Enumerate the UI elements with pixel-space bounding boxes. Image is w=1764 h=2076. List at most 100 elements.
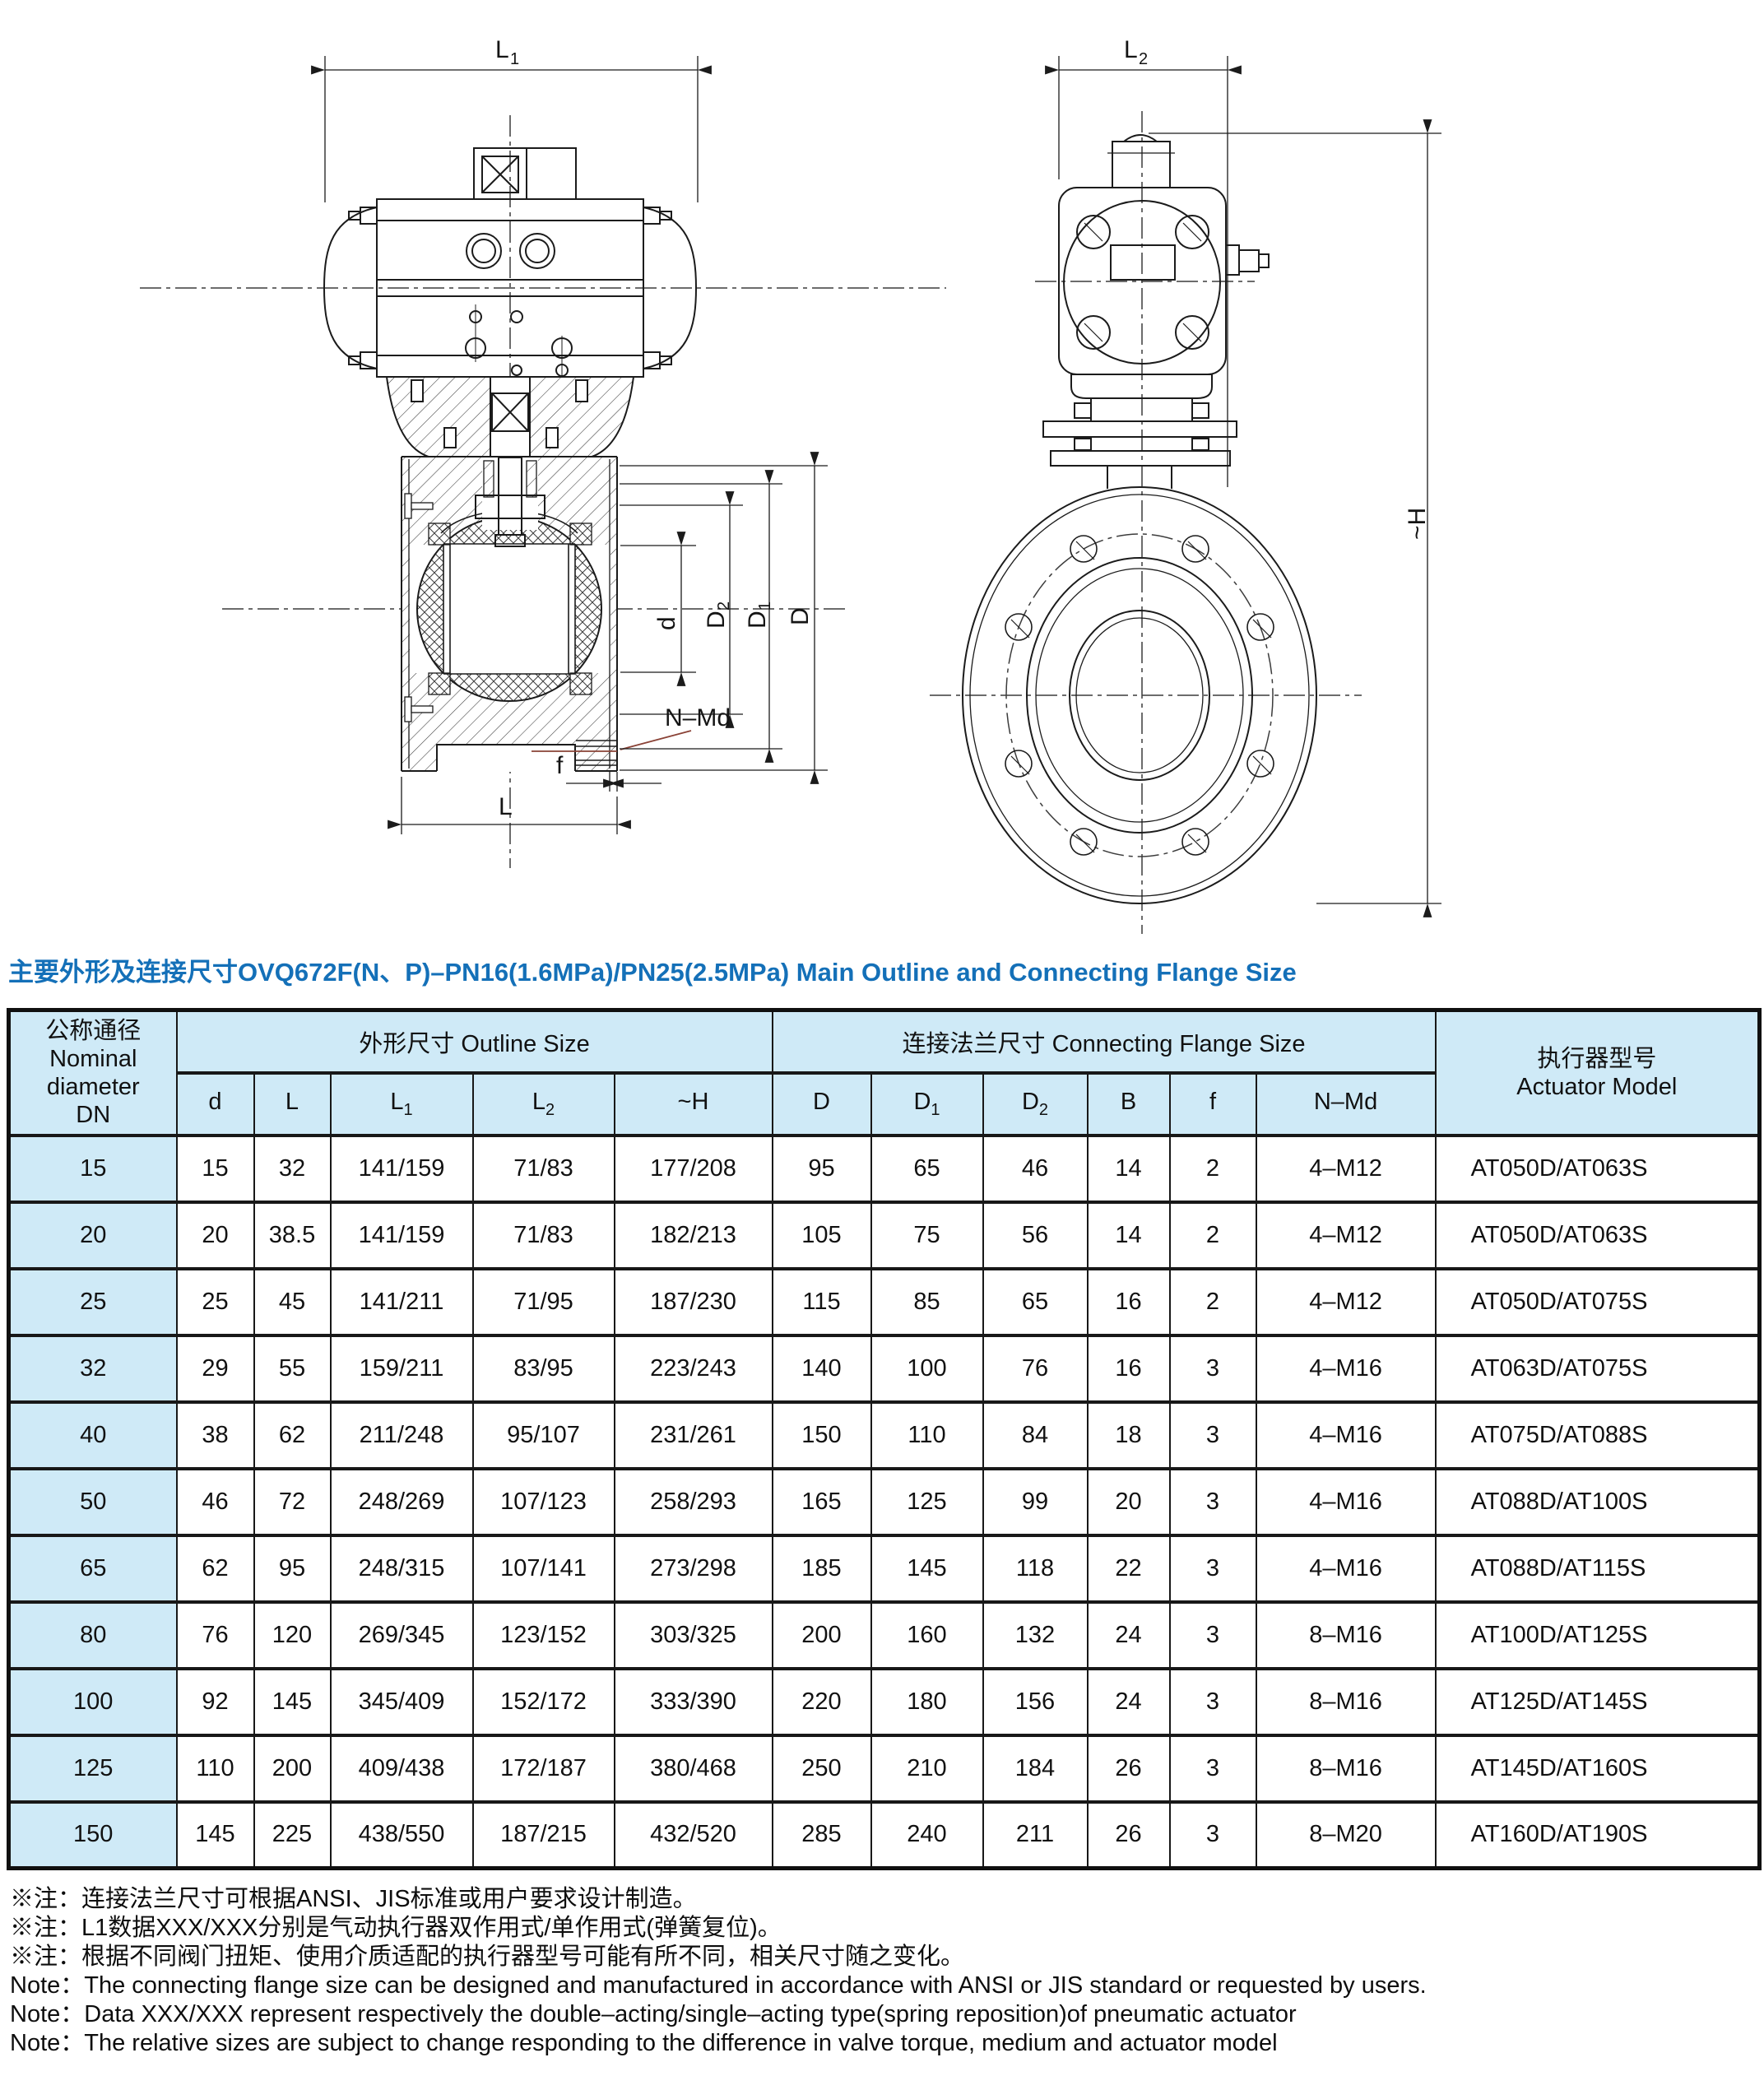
dim-label-l: L: [499, 793, 513, 820]
table-cell: 211: [982, 1800, 1089, 1870]
table-cell: 4–M16: [1255, 1400, 1437, 1470]
dim-label-l2-sub: 2: [1139, 50, 1148, 68]
table-cell: 4–M12: [1255, 1266, 1437, 1337]
header-D: D: [771, 1071, 872, 1137]
note-line: Note：Data XXX/XXX represent respectively…: [10, 2001, 1297, 2027]
table-cell: 200: [771, 1600, 872, 1670]
front-view: [140, 56, 946, 868]
header-D1: D1: [870, 1071, 984, 1137]
table-cell: 156: [982, 1666, 1089, 1737]
table-cell: 8–M16: [1255, 1733, 1437, 1804]
header-L1: L1: [329, 1071, 474, 1137]
header-L: L: [253, 1071, 332, 1137]
dim-label-nmd: N–Md: [665, 704, 731, 731]
table-cell: 16: [1086, 1266, 1171, 1337]
table-cell: 345/409: [329, 1666, 474, 1737]
technical-drawing: L 1 L 2 d D 2 D 1 D N–Md f L ~H: [140, 36, 1441, 934]
table-cell: 24: [1086, 1666, 1171, 1737]
note-line: ※注：连接法兰尺寸可根据ANSI、JIS标准或用户要求设计制造。: [10, 1886, 697, 1912]
table-cell: 211/248: [329, 1400, 474, 1470]
table-cell: 99: [982, 1466, 1089, 1537]
table-cell: 55: [253, 1333, 332, 1404]
cell-dn: 20: [7, 1200, 178, 1270]
table-cell: 84: [982, 1400, 1089, 1470]
table-cell: 92: [175, 1666, 255, 1737]
dim-label-d2-sub: 2: [715, 601, 733, 611]
header-H: ~H: [613, 1071, 773, 1137]
table-cell: 3: [1168, 1800, 1257, 1870]
dim-label-d2: D: [703, 611, 730, 629]
note-line: ※注：L1数据XXX/XXX分别是气动执行器双作用式/单作用式(弹簧复位)。: [10, 1915, 782, 1941]
table-cell: AT063D/AT075S: [1434, 1333, 1761, 1404]
table-cell: 76: [982, 1333, 1089, 1404]
cell-dn: 65: [7, 1533, 178, 1604]
dim-label-f: f: [556, 752, 564, 779]
dim-label-l2: L: [1124, 36, 1138, 63]
header-line: diameter: [46, 1073, 140, 1100]
table-cell: 95: [253, 1533, 332, 1604]
notes-block: ※注：连接法兰尺寸可根据ANSI、JIS标准或用户要求设计制造。 ※注：L1数据…: [10, 1885, 1764, 2058]
table-cell: 107/141: [471, 1533, 615, 1604]
cell-dn: 150: [7, 1800, 178, 1870]
table-cell: 46: [982, 1133, 1089, 1204]
actuator-end-view: [1058, 134, 1270, 375]
table-cell: 141/211: [329, 1266, 474, 1337]
table-cell: 4–M16: [1255, 1333, 1437, 1404]
table-cell: 3: [1168, 1600, 1257, 1670]
note-line: Note：The connecting flange size can be d…: [10, 1972, 1427, 1999]
table-cell: 71/83: [471, 1133, 615, 1204]
table-cell: AT100D/AT125S: [1434, 1600, 1761, 1670]
table-cell: 2: [1168, 1266, 1257, 1337]
table-cell: AT125D/AT145S: [1434, 1666, 1761, 1737]
table-cell: 223/243: [613, 1333, 773, 1404]
table-cell: 432/520: [613, 1800, 773, 1870]
table-cell: 380/468: [613, 1733, 773, 1804]
table-cell: 72: [253, 1466, 332, 1537]
header-actuator-model: 执行器型号 Actuator Model: [1434, 1008, 1761, 1137]
table-cell: 29: [175, 1333, 255, 1404]
table-cell: 75: [870, 1200, 984, 1270]
table-cell: 177/208: [613, 1133, 773, 1204]
page-title: 主要外形及连接尺寸OVQ672F(N、P)–PN16(1.6MPa)/PN25(…: [8, 958, 1297, 987]
table-cell: 83/95: [471, 1333, 615, 1404]
solenoid-valve: [473, 147, 577, 200]
dim-label-l1: L: [495, 36, 509, 63]
table-cell: 4–M16: [1255, 1466, 1437, 1537]
table-cell: AT145D/AT160S: [1434, 1733, 1761, 1804]
table-cell: 145: [870, 1533, 984, 1604]
dim-label-h: ~H: [1404, 508, 1431, 540]
header-f: f: [1168, 1071, 1257, 1137]
table-cell: 8–M16: [1255, 1600, 1437, 1670]
header-line: 公称通径: [45, 1017, 142, 1044]
table-cell: 32: [253, 1133, 332, 1204]
table-cell: 184: [982, 1733, 1089, 1804]
table-cell: 3: [1168, 1733, 1257, 1804]
table-cell: 120: [253, 1600, 332, 1670]
table-cell: 3: [1168, 1333, 1257, 1404]
table-cell: 159/211: [329, 1333, 474, 1404]
table-cell: 125: [870, 1466, 984, 1537]
table-cell: 141/159: [329, 1133, 474, 1204]
header-d: d: [175, 1071, 255, 1137]
header-line: 执行器型号: [1537, 1045, 1657, 1072]
table-cell: 225: [253, 1800, 332, 1870]
flange-face: [962, 486, 1317, 904]
table-cell: 38: [175, 1400, 255, 1470]
table-cell: 65: [870, 1133, 984, 1204]
cell-dn: 32: [7, 1333, 178, 1404]
table-header: 公称通径 Nominal diameter DN 外形尺寸 Outline Si…: [7, 1008, 1761, 1137]
table-cell: 16: [1086, 1333, 1171, 1404]
table-cell: AT050D/AT063S: [1434, 1133, 1761, 1204]
table-cell: 180: [870, 1666, 984, 1737]
table-cell: 8–M16: [1255, 1666, 1437, 1737]
table-cell: 160: [870, 1600, 984, 1670]
table-cell: 26: [1086, 1733, 1171, 1804]
table-cell: 132: [982, 1600, 1089, 1670]
